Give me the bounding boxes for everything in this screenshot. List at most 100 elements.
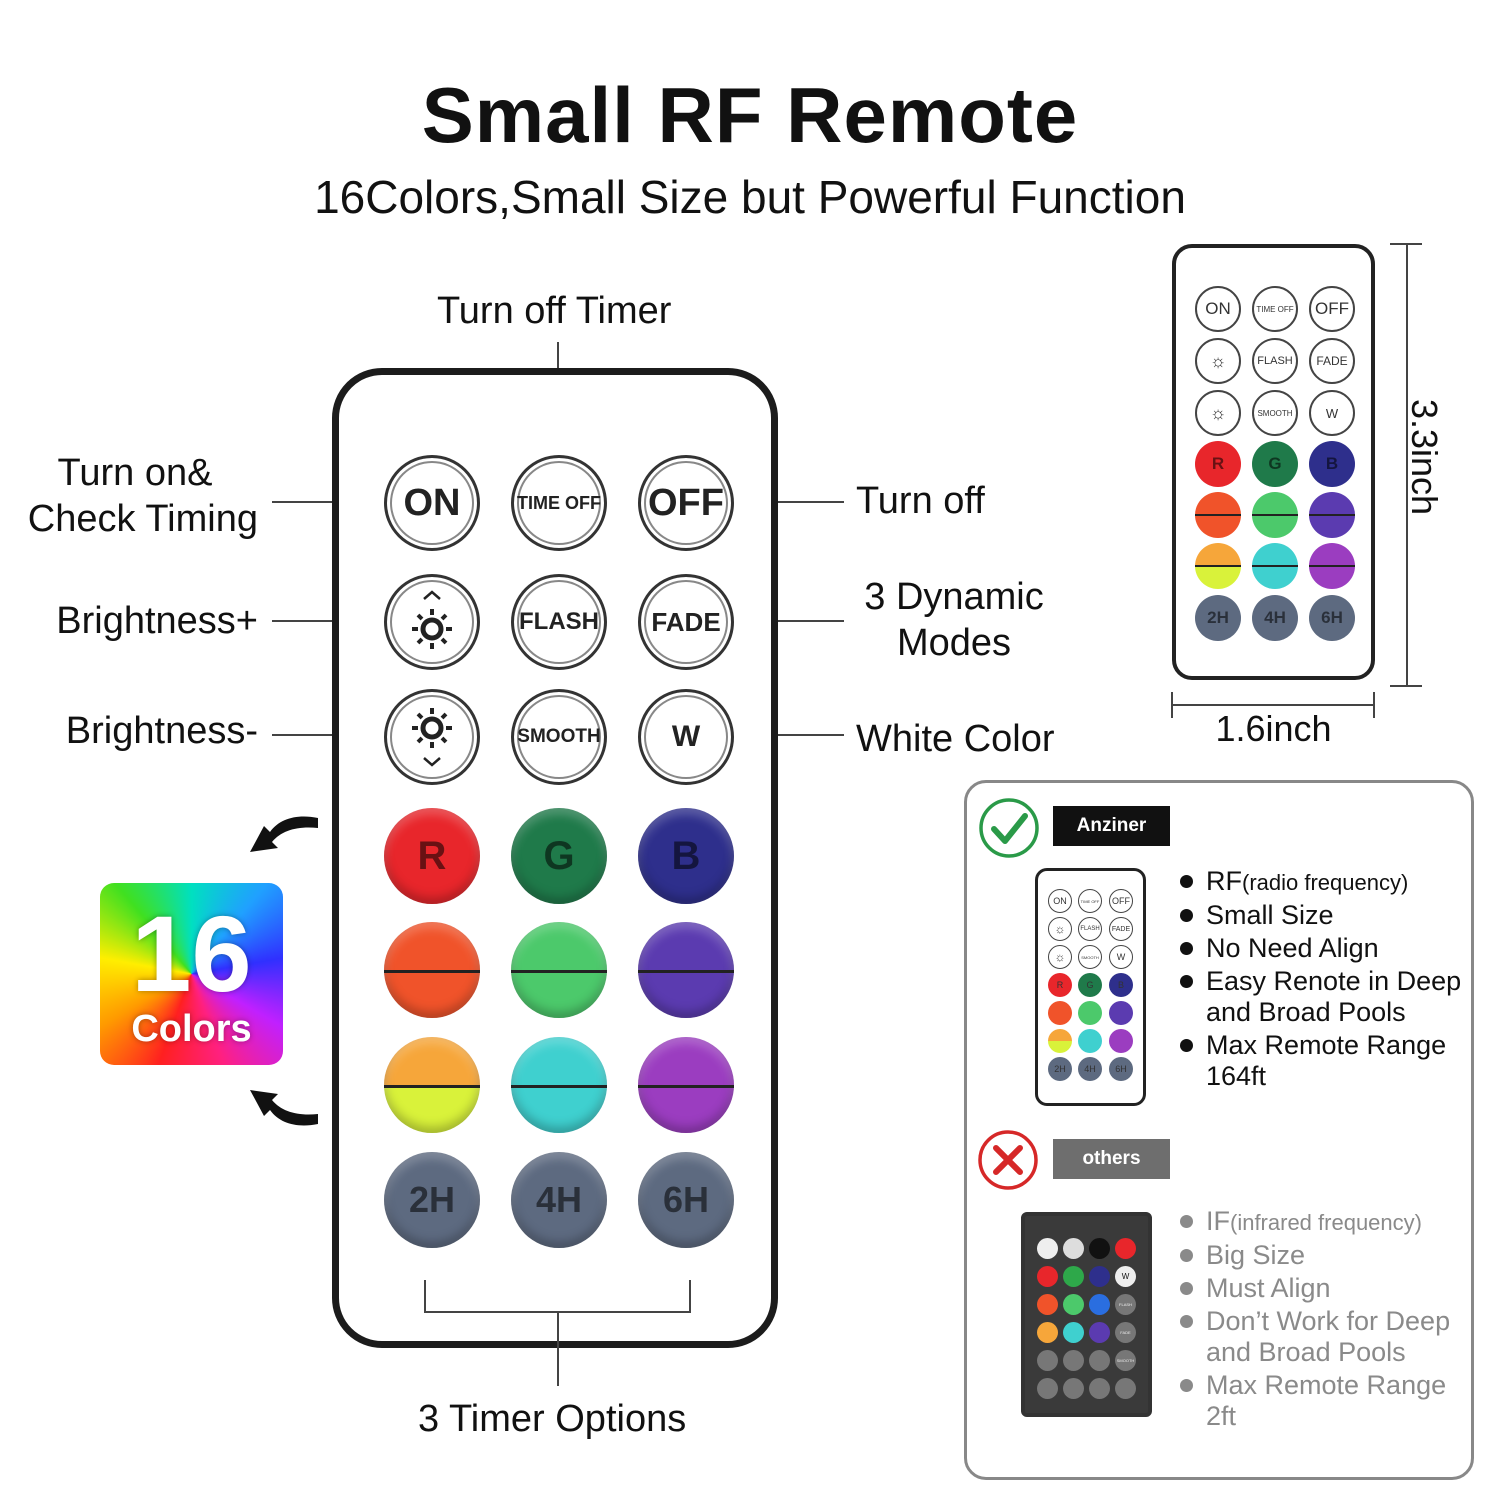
sun-up-icon — [412, 590, 452, 649]
label-white-color: White Color — [856, 718, 1055, 760]
ir-button — [1115, 1238, 1136, 1259]
split-divider — [384, 970, 480, 973]
small-blue-button: B — [1309, 441, 1355, 487]
color-button-amber-yellow[interactable] — [384, 1037, 480, 1133]
ir-button — [1037, 1378, 1058, 1399]
small-green-button: G — [1252, 441, 1298, 487]
small-flash-button: FLASH — [1252, 338, 1298, 384]
leader-line-timers — [557, 1311, 559, 1386]
anziner-features: RF(radio frequency) Small Size No Need A… — [1178, 866, 1463, 1094]
timer-2h-button[interactable]: 2H — [384, 1152, 480, 1248]
split-divider — [1195, 514, 1241, 516]
feature-item: Don’t Work for Deep and Broad Pools — [1178, 1306, 1463, 1368]
label-turn-on: Turn on& Check Timing — [0, 450, 258, 542]
mini-orange-red — [1048, 1001, 1072, 1025]
label-dynamic-line2: Modes — [896, 622, 1012, 664]
small-sun-up-icon: ☼ — [1195, 338, 1241, 384]
leader-line-dynamic — [722, 620, 844, 622]
mini-indigo — [1109, 1001, 1133, 1025]
mini-cyan — [1078, 1029, 1102, 1053]
color-button-light-green[interactable] — [511, 922, 607, 1018]
feature-item: Must Align — [1178, 1273, 1463, 1304]
white-button[interactable]: W — [638, 689, 734, 785]
anziner-mini-remote: ON TIME OFF OFF ☼ FLASH FADE ☼ SMOOTH W … — [1035, 868, 1146, 1106]
ir-button — [1037, 1294, 1058, 1315]
color-button-cyan[interactable] — [511, 1037, 607, 1133]
label-turn-on-line2: Check Timing — [27, 498, 258, 540]
mini-smooth: SMOOTH — [1078, 945, 1102, 969]
ir-button — [1037, 1238, 1058, 1259]
leader-line-off — [722, 501, 844, 503]
color-button-orange-red[interactable] — [384, 922, 480, 1018]
mini-white: W — [1109, 945, 1133, 969]
label-brightness-minus: Brightness- — [65, 710, 258, 752]
green-button[interactable]: G — [511, 808, 607, 904]
timer-4h-button[interactable]: 4H — [511, 1152, 607, 1248]
color-button-indigo[interactable] — [638, 922, 734, 1018]
feature-rf: RF(radio frequency) — [1178, 866, 1463, 898]
height-dimension-line — [1406, 244, 1408, 686]
ir-button — [1089, 1322, 1110, 1343]
leader-line-brightness-minus — [272, 734, 390, 736]
badge-text: Colors — [131, 1008, 252, 1050]
small-time-off-button: TIME OFF — [1252, 286, 1298, 332]
mini-2h: 2H — [1048, 1057, 1072, 1081]
smooth-button[interactable]: SMOOTH — [511, 689, 607, 785]
ir-fade-button: FADE — [1115, 1322, 1136, 1343]
blue-button[interactable]: B — [638, 808, 734, 904]
ir-button — [1115, 1378, 1136, 1399]
feature-if: IF(infrared frequency) — [1178, 1206, 1463, 1238]
red-button[interactable]: R — [384, 808, 480, 904]
width-dimension-cap-left — [1171, 692, 1173, 718]
label-dynamic-line1: 3 Dynamic — [864, 576, 1044, 618]
color-button-purple[interactable] — [638, 1037, 734, 1133]
leader-line-on — [272, 501, 390, 503]
brightness-up-button[interactable] — [384, 574, 480, 670]
ir-remote: W FLASH FADE SMOOTH — [1021, 1212, 1152, 1417]
small-orange-red-button — [1195, 492, 1241, 538]
label-brightness-plus: Brightness+ — [56, 600, 258, 642]
ir-button — [1089, 1378, 1110, 1399]
page-title: Small RF Remote — [421, 71, 1079, 159]
small-smooth-button: SMOOTH — [1252, 390, 1298, 436]
check-icon — [979, 798, 1039, 858]
ir-button — [1037, 1266, 1058, 1287]
height-dimension-cap-top — [1390, 243, 1422, 245]
split-divider — [511, 1085, 607, 1088]
mini-flash: FLASH — [1078, 917, 1102, 941]
label-dynamic-modes: 3 Dynamic Modes — [854, 574, 1054, 666]
ir-button — [1063, 1378, 1084, 1399]
page-subtitle: 16Colors,Small Size but Powerful Functio… — [314, 171, 1186, 223]
split-divider — [1252, 565, 1298, 567]
mini-light-green — [1078, 1001, 1102, 1025]
curved-arrow-down-icon — [250, 1090, 318, 1126]
small-light-green-button — [1252, 492, 1298, 538]
small-cyan-button — [1252, 543, 1298, 589]
small-timer-4h: 4H — [1252, 595, 1298, 641]
height-dimension-cap-bottom — [1390, 685, 1422, 687]
feature-item: Easy Renote in Deep and Broad Pools — [1178, 966, 1463, 1028]
main-remote: ON TIME OFF OFF FLASH FADE — [332, 368, 778, 1348]
label-turn-off-timer: Turn off Timer — [437, 290, 672, 332]
curved-arrow-up-icon — [250, 816, 318, 852]
feature-rf-note: (radio frequency) — [1242, 870, 1409, 895]
brand-tag-anziner: Anziner — [1053, 806, 1170, 846]
small-sun-down-icon: ☼ — [1195, 390, 1241, 436]
timer-6h-button[interactable]: 6H — [638, 1152, 734, 1248]
dimension-remote: ON TIME OFF OFF ☼ FLASH FADE ☼ SMOOTH W … — [1172, 244, 1375, 680]
brand-tag-others: others — [1053, 1139, 1170, 1179]
feature-if-label: IF — [1206, 1206, 1230, 1236]
brightness-down-button[interactable] — [384, 689, 480, 785]
flash-button[interactable]: FLASH — [511, 574, 607, 670]
ir-button — [1063, 1350, 1084, 1371]
mini-green: G — [1078, 973, 1102, 997]
split-divider — [1195, 565, 1241, 567]
label-timer-options: 3 Timer Options — [418, 1398, 687, 1440]
off-button[interactable]: OFF — [638, 455, 734, 551]
fade-button[interactable]: FADE — [638, 574, 734, 670]
ir-button — [1089, 1238, 1110, 1259]
mini-purple — [1109, 1029, 1133, 1053]
time-off-button[interactable]: TIME OFF — [511, 455, 607, 551]
cross-icon — [978, 1130, 1038, 1190]
on-button[interactable]: ON — [384, 455, 480, 551]
